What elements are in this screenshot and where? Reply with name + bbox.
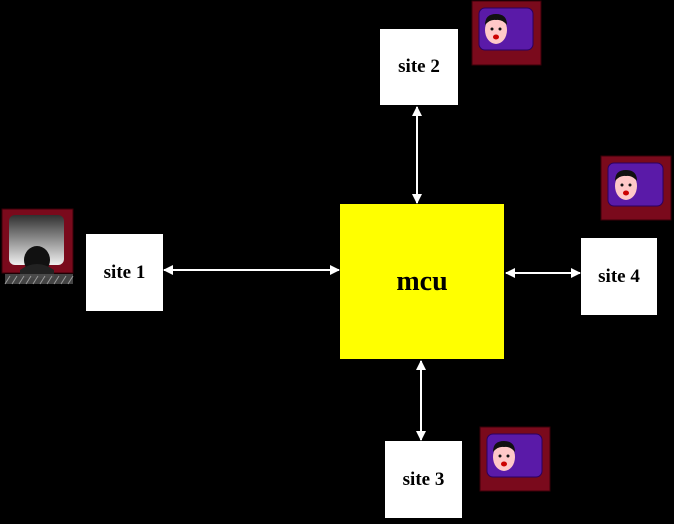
site-4-label: site 4: [598, 265, 640, 287]
site-4-box: site 4: [581, 238, 657, 315]
site-3-label: site 3: [402, 468, 445, 490]
mcu-label: mcu: [396, 265, 448, 297]
site-1-box: site 1: [86, 234, 163, 311]
site-2-box: site 2: [380, 29, 458, 105]
site-3-box: site 3: [385, 441, 462, 518]
mcu-box: mcu: [340, 204, 504, 359]
site-2-label: site 2: [398, 56, 440, 77]
site-1-label: site 1: [103, 261, 146, 283]
